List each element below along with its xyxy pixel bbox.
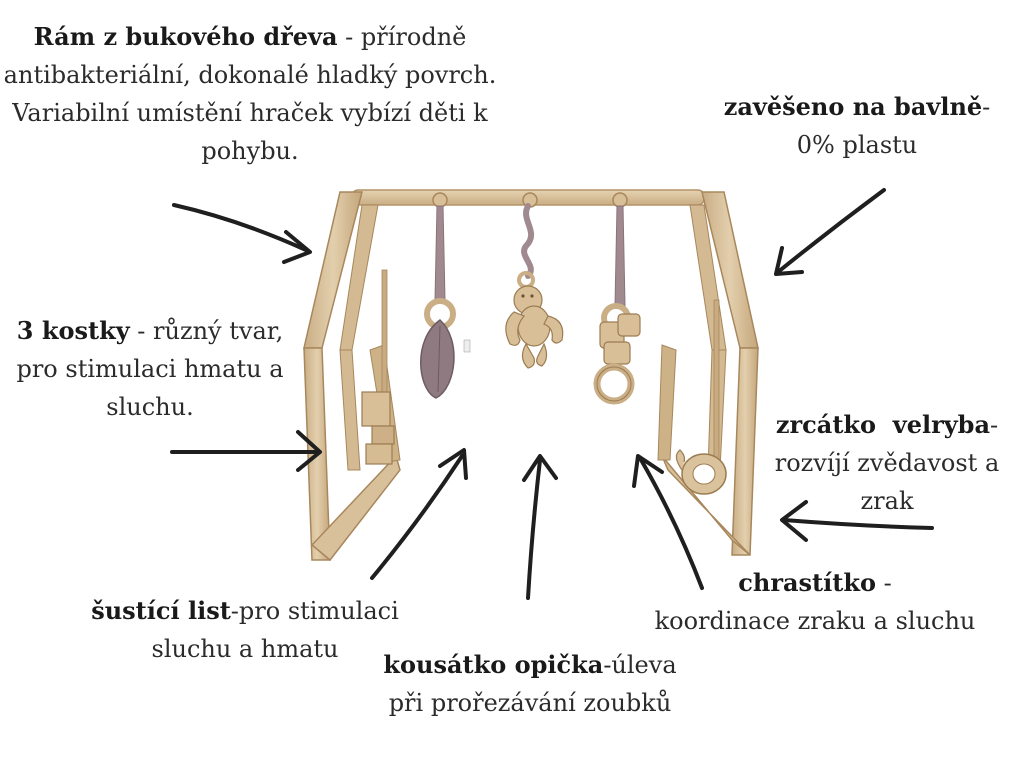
whale-mirror — [675, 449, 727, 495]
annotation-rattle: chrastítko - koordinace zraku a sluchu — [640, 564, 990, 640]
annotation-mirror-line2: rozvíjí zvědavost a — [774, 449, 1000, 477]
annotation-monkey-line2: při prořezávání zoubků — [388, 689, 672, 717]
rattle-toy — [593, 192, 641, 405]
annotation-monkey-title: kousátko opička — [383, 650, 604, 679]
annotation-frame-line2: antibakteriální, dokonalé hladký povrch. — [3, 61, 497, 89]
annotation-cotton-line2: 0% plastu — [796, 131, 918, 159]
annotation-cubes: 3 kostky - různý tvar, pro stimulaci hma… — [0, 312, 300, 426]
arrow-cotton — [776, 188, 886, 274]
cube-1 — [361, 391, 391, 427]
annotation-cotton: zavěšeno na bavlně- 0% plastu — [712, 88, 1002, 164]
annotation-leaf-title: šustící list — [91, 596, 231, 625]
cube-3 — [365, 443, 393, 465]
annotation-frame-line1: Rám z bukového dřeva - přírodně — [33, 22, 467, 51]
monkey-teether — [505, 192, 564, 369]
annotation-cubes-line2: pro stimulaci hmatu a — [16, 355, 284, 383]
annotation-frame-line4: pohybu. — [201, 137, 299, 165]
annotation-mirror-title: zrcátko velryba — [775, 410, 990, 439]
arrows — [170, 188, 934, 600]
annotation-mirror-line3: zrak — [860, 487, 914, 515]
arrow-monkey — [526, 458, 542, 600]
left-frame — [303, 191, 401, 562]
annotation-monkey: kousátko opička-úleva při prořezávání zo… — [360, 646, 700, 722]
annotation-rattle-title: chrastítko — [738, 568, 876, 597]
annotation-frame-title: Rám z bukového dřeva — [33, 22, 338, 51]
annotation-leaf-line2: sluchu a hmatu — [151, 635, 339, 663]
annotation-cubes-line3: sluchu. — [106, 393, 194, 421]
arrow-mirror — [782, 518, 934, 530]
cube-2 — [371, 425, 395, 445]
arrow-rattle — [638, 456, 704, 590]
right-frame — [657, 191, 759, 556]
annotation-cubes-title: 3 kostky — [16, 316, 130, 345]
annotation-mirror: zrcátko velryba- rozvíjí zvědavost a zra… — [762, 406, 1012, 520]
annotation-frame: Rám z bukového dřeva - přírodně antibakt… — [0, 18, 530, 170]
annotation-cotton-title: zavěšeno na bavlně — [723, 92, 983, 121]
annotation-rattle-line2: koordinace zraku a sluchu — [654, 607, 976, 635]
annotation-frame-line3: Variabilní umístění hraček vybízí děti k — [12, 99, 488, 127]
arrow-leaf — [370, 454, 464, 580]
annotation-leaf: šustící list-pro stimulaci sluchu a hmat… — [70, 592, 420, 668]
arrow-frame — [172, 203, 308, 252]
leaf-toy — [420, 192, 471, 399]
